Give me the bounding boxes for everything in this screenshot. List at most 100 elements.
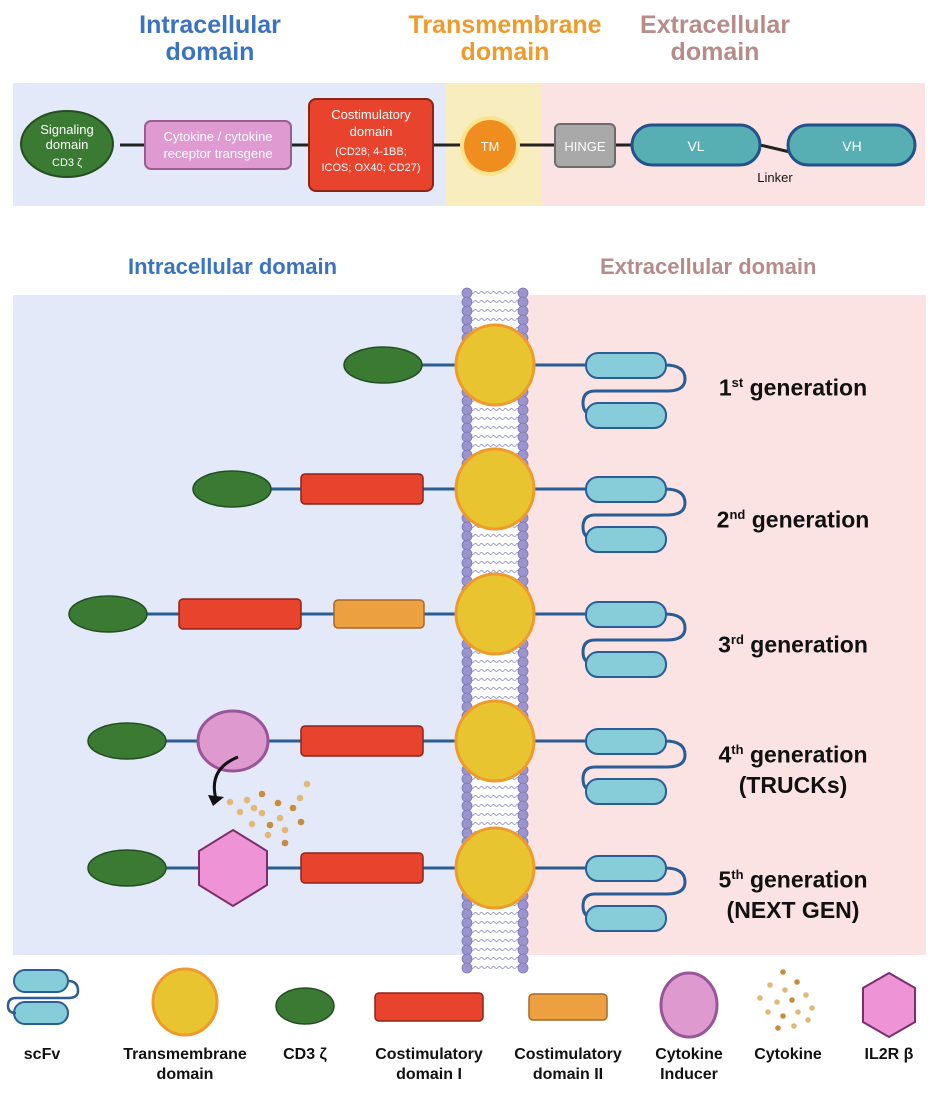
generation-title: 5th generation (703, 860, 883, 895)
lipid-head (517, 800, 529, 812)
lipid-head (461, 800, 473, 812)
lipid-head (517, 287, 529, 299)
costimulatory-domain-1 (300, 725, 424, 757)
car-construct-diagram: Signaling domain CD3 ζ Cytokine / cytoki… (13, 83, 925, 206)
scfv-vl (585, 778, 667, 805)
lipid-head (517, 899, 529, 911)
lipid-head (517, 566, 529, 578)
lipid-head (461, 773, 473, 785)
cytokine-dot (803, 992, 809, 998)
main-extracellular-label: Extracellular domain (600, 254, 817, 279)
generation-word: generation (749, 866, 868, 893)
lipid-head (517, 305, 529, 317)
scfv-vh (585, 476, 667, 503)
lipid-head (461, 305, 473, 317)
lipid-head (461, 791, 473, 803)
cytokine-dot (236, 808, 244, 816)
lipid-head (517, 539, 529, 551)
lipid-head (461, 548, 473, 560)
legend-label-line: Transmembrane (123, 1046, 247, 1063)
signaling-text: domain (46, 137, 89, 152)
lipid-head (517, 413, 529, 425)
lipid-head (517, 674, 529, 686)
generation-suffix: st (731, 375, 744, 390)
transmembrane-domain (454, 826, 536, 910)
lipid-head (461, 647, 473, 659)
scfv-vh (585, 352, 667, 379)
cytokine-dot (775, 1025, 781, 1031)
legend-item-label: CD3 ζ (240, 1045, 370, 1065)
legend-item-label: Transmembrane domain (120, 1045, 250, 1085)
cytokine-dot (767, 982, 773, 988)
scfv-vl (585, 402, 667, 429)
lipid-head (461, 314, 473, 326)
header-line: domain (165, 38, 255, 66)
scfv-vl (585, 651, 667, 678)
lipid-head (461, 935, 473, 947)
generation-number: 5 (718, 866, 732, 893)
lipid-head (517, 557, 529, 569)
cd3-zeta-domain (68, 595, 148, 633)
costimulatory-domain-1 (178, 598, 302, 630)
legend-label-line: Cytokine (754, 1046, 822, 1063)
legend-item-label: IL2R β (824, 1045, 935, 1065)
cytokine-dot (805, 1017, 811, 1023)
lipid-head (517, 422, 529, 434)
cytokine-dot (258, 809, 266, 817)
generation-word: generation (751, 506, 870, 533)
cytokine-dot (250, 804, 258, 812)
generation-row (343, 323, 687, 429)
generation-title: 2nd generation (703, 500, 883, 535)
transmembrane-domain (454, 323, 536, 407)
lipid-head (461, 539, 473, 551)
generation-number: 3 (718, 631, 731, 658)
lipid-head (517, 692, 529, 704)
scfv (581, 601, 687, 678)
cd3-zeta-domain (87, 722, 167, 760)
legend-label-line: Costimulatory (375, 1046, 483, 1063)
lipid-head (517, 809, 529, 821)
cytokine-transgene-text: Cytokine / cytokine (163, 129, 272, 144)
generation-suffix: th (731, 867, 744, 882)
lipid-head (461, 944, 473, 956)
lipid-head (461, 674, 473, 686)
legend-icons (6, 967, 916, 1039)
scfv-linker (581, 739, 687, 793)
generation-label: 3rd generation (703, 625, 883, 660)
costim-text: ICOS; OX40; CD27) (321, 162, 420, 174)
cytokine-inducer (196, 709, 270, 773)
cd3-zeta-domain (343, 346, 423, 384)
lipid-head (461, 665, 473, 677)
generation-number: 1 (718, 374, 732, 401)
vl-pill (630, 123, 762, 167)
generation-suffix: nd (729, 507, 746, 522)
generation-row (192, 447, 687, 553)
scfv-vh (585, 601, 667, 628)
lipid-head (517, 548, 529, 560)
generation-number: 2 (716, 506, 730, 533)
lipid-head (461, 566, 473, 578)
costimulatory-domain-2 (333, 599, 425, 629)
lipid-head (461, 296, 473, 308)
cytokine-inducer-icon (659, 971, 719, 1039)
generation-word: generation (749, 741, 868, 768)
cytokine-dot (780, 969, 786, 975)
vh-text: VH (842, 138, 861, 154)
generation-subtitle: (TRUCKs) (738, 771, 848, 798)
cytokine-dot (281, 839, 289, 847)
cytokine-dot (296, 794, 304, 802)
lipid-head (461, 782, 473, 794)
cytokine-icon (757, 969, 815, 1031)
lipid-head (461, 287, 473, 299)
costimulatory-domain-2-icon (528, 993, 608, 1021)
il2r-beta-icon (862, 971, 916, 1039)
lipid-head (517, 944, 529, 956)
cytokine-dot (795, 1009, 801, 1015)
generation-row (68, 572, 687, 678)
top-intracellular-header: Intracellular domain (95, 12, 325, 66)
lipid-head (461, 431, 473, 443)
cytokine-transgene-text: receptor transgene (163, 146, 272, 161)
legend-label-line: domain (156, 1066, 214, 1083)
